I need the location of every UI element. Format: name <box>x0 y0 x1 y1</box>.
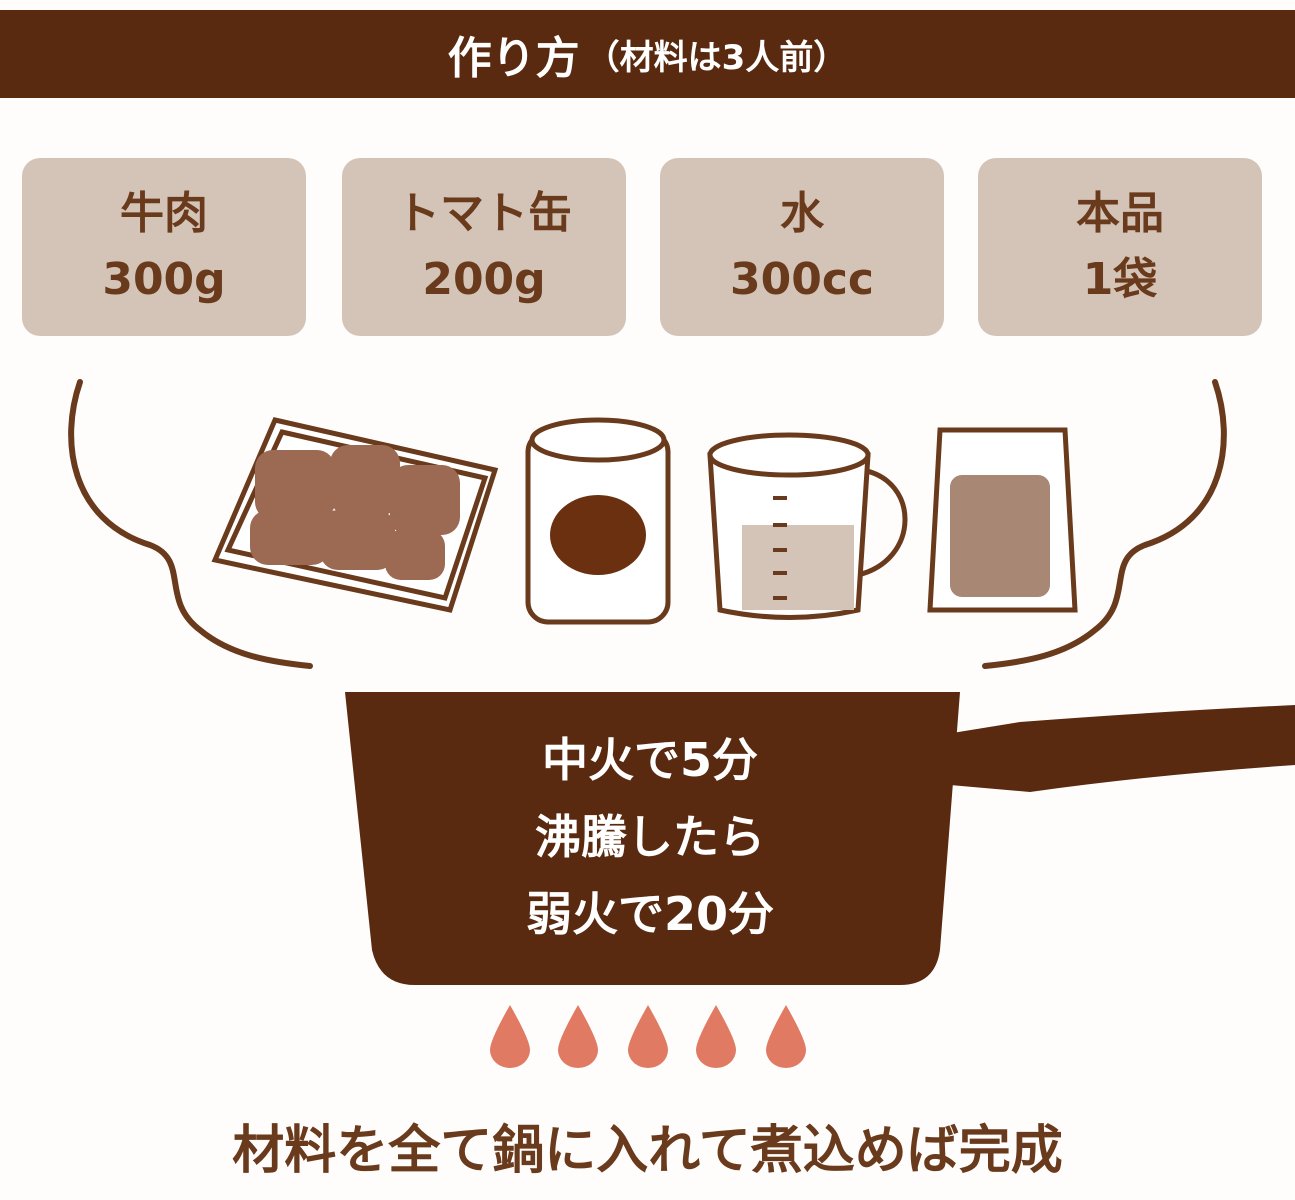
tomato-can-icon <box>525 417 671 625</box>
measuring-cup-icon <box>707 432 908 620</box>
ingredient-amount: 300cc <box>729 254 874 305</box>
subtitle: （材料は3人前） <box>585 37 848 78</box>
flame-icons <box>490 1005 806 1068</box>
instruction-line: 沸騰したら <box>535 810 765 864</box>
flame-icon <box>490 1005 530 1068</box>
ingredient-amount: 1袋 <box>1082 254 1158 305</box>
ingredient-tomato-can: トマト缶 200g <box>342 158 626 336</box>
ingredient-product: 本品 1袋 <box>978 158 1262 336</box>
ingredient-name: トマト缶 <box>396 188 572 239</box>
title: 作り方 <box>447 33 580 84</box>
pan-icon <box>345 692 1295 985</box>
instruction-line: 弱火で20分 <box>525 887 774 941</box>
flame-icon <box>558 1005 598 1068</box>
ingredient-name: 牛肉 <box>120 188 208 239</box>
flame-icon <box>766 1005 806 1068</box>
flame-icon <box>628 1005 668 1068</box>
ingredient-name: 本品 <box>1076 188 1164 239</box>
bracket-right-icon <box>982 379 1227 669</box>
bracket-left-icon <box>68 379 313 669</box>
ingredient-name: 水 <box>780 188 824 239</box>
footer-caption: 材料を全て鍋に入れて煮込めば完成 <box>232 1121 1063 1181</box>
instruction-line: 中火で5分 <box>541 733 758 787</box>
ingredient-water: 水 300cc <box>660 158 944 336</box>
pan-instructions: 中火で5分 沸騰したら 弱火で20分 <box>400 722 900 953</box>
title-bar: 作り方 （材料は3人前） <box>0 10 1295 98</box>
ingredient-amount: 200g <box>422 254 546 305</box>
flame-icon <box>696 1005 736 1068</box>
ingredient-amount: 300g <box>102 254 226 305</box>
ingredient-beef: 牛肉 300g <box>22 158 306 336</box>
product-bag-icon <box>927 427 1078 613</box>
meat-tray-icon <box>211 417 499 613</box>
